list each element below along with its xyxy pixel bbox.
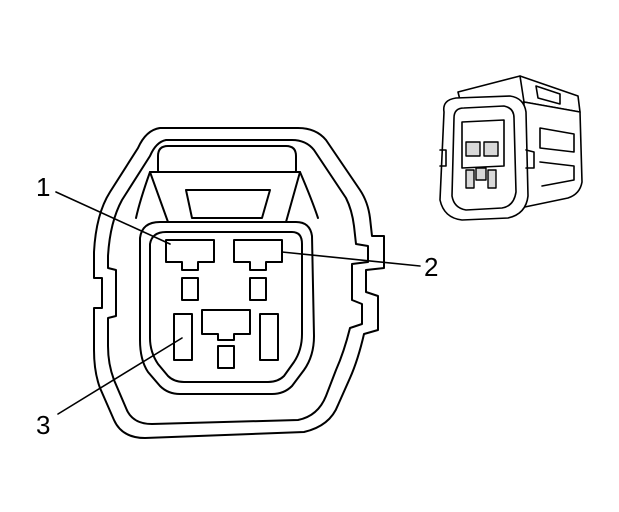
callout-3-label: 3 [36, 410, 50, 440]
terminal-1 [165, 239, 215, 271]
callout-leaders [55, 191, 421, 415]
terminal-1-lower-slot [181, 277, 199, 301]
callout-3-leader [57, 337, 183, 415]
connector-inner-housing [107, 139, 369, 425]
iso-terminal-center [475, 167, 487, 181]
terminal-center [201, 309, 251, 341]
latch-shoulder-right [299, 171, 319, 219]
iso-side-body [519, 101, 583, 209]
iso-top-slot [535, 85, 561, 105]
terminal-cavity-inner [149, 231, 303, 383]
iso-right-clip [525, 149, 535, 169]
callout-1-leader [55, 191, 171, 245]
iso-left-clip [439, 149, 447, 167]
connector-face-view [93, 127, 385, 439]
iso-terminal-right [487, 169, 497, 189]
iso-terminal-3 [465, 169, 475, 189]
iso-side-rib-1 [539, 127, 575, 153]
iso-terminal-2 [483, 141, 499, 157]
iso-side-rib-2 [539, 161, 575, 187]
latch-shoulder-left [135, 171, 151, 219]
connector-iso-view [439, 75, 583, 221]
terminal-center-lower-slot [217, 345, 235, 369]
terminal-3 [173, 313, 193, 361]
callout-2-label: 2 [424, 252, 438, 282]
iso-front-inner [451, 105, 517, 211]
terminal-2-lower-slot [249, 277, 267, 301]
callout-2-leader [281, 251, 421, 267]
iso-top-ridge [519, 75, 525, 103]
latch-arm-inner [185, 189, 271, 219]
callout-1-label: 1 [36, 172, 50, 202]
terminal-2 [233, 239, 283, 271]
terminal-right [259, 313, 279, 361]
iso-terminal-1 [465, 141, 481, 157]
